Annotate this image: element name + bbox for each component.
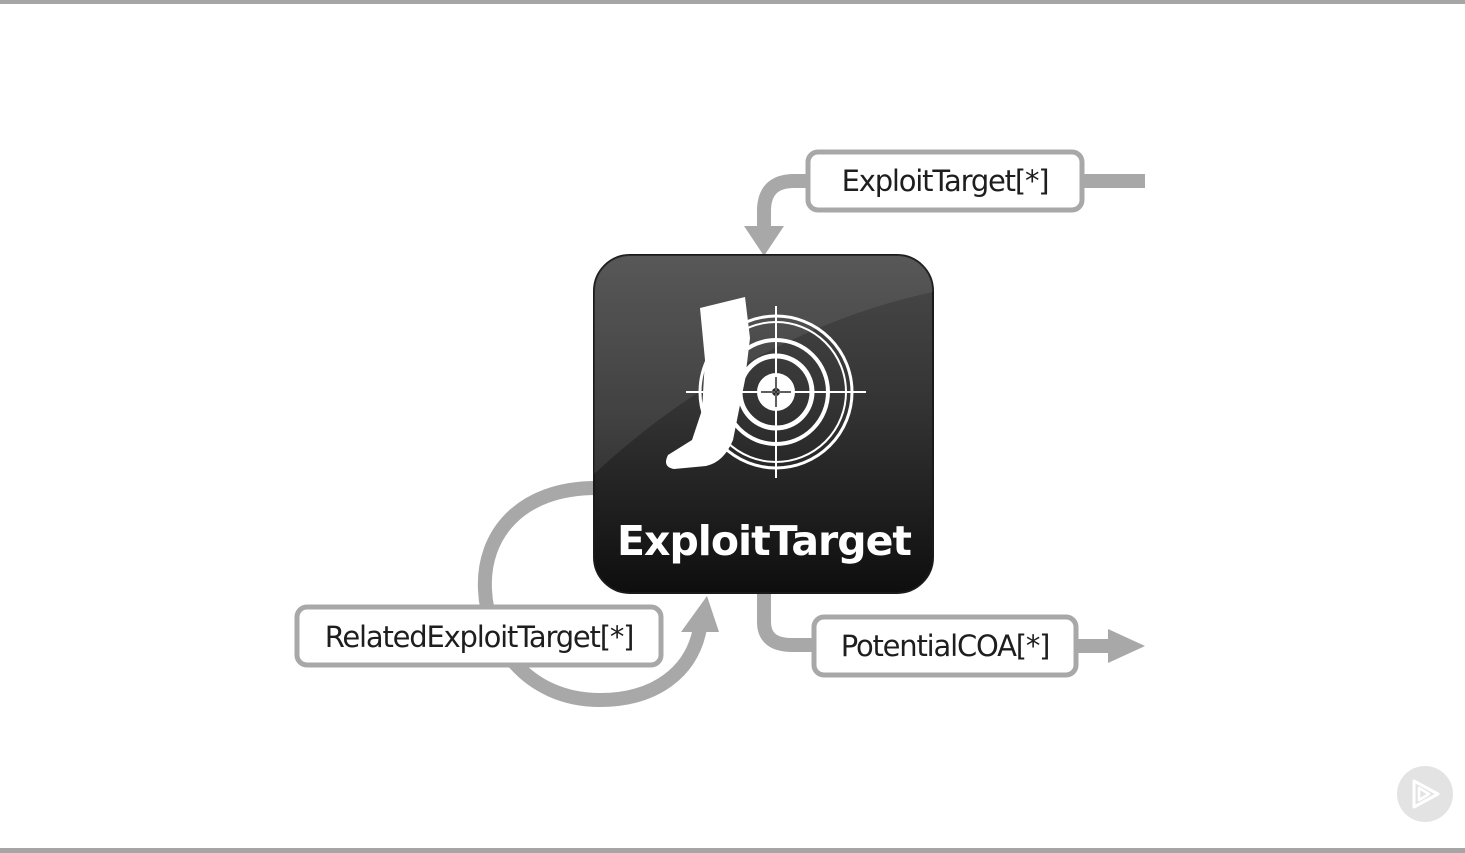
play-button[interactable]: [1397, 766, 1453, 822]
incoming-relationship-label: ExploitTarget[*]: [805, 149, 1085, 213]
outgoing-label-text: PotentialCOA[*]: [841, 629, 1050, 663]
outgoing-relationship-label: PotentialCOA[*]: [811, 614, 1079, 678]
exploit-target-title: ExploitTarget: [617, 517, 911, 565]
outgoing-arrow: [757, 592, 1145, 663]
top-border: [0, 0, 1465, 4]
incoming-arrow: [744, 174, 1145, 256]
related-label-text: RelatedExploitTarget[*]: [325, 620, 634, 654]
related-relationship-label: RelatedExploitTarget[*]: [294, 604, 664, 668]
foot-target-icon: [666, 297, 866, 478]
exploit-target-node: ExploitTarget: [593, 254, 934, 594]
bottom-border: [0, 848, 1465, 853]
play-icon: [1412, 779, 1440, 809]
incoming-label-text: ExploitTarget[*]: [842, 164, 1049, 198]
